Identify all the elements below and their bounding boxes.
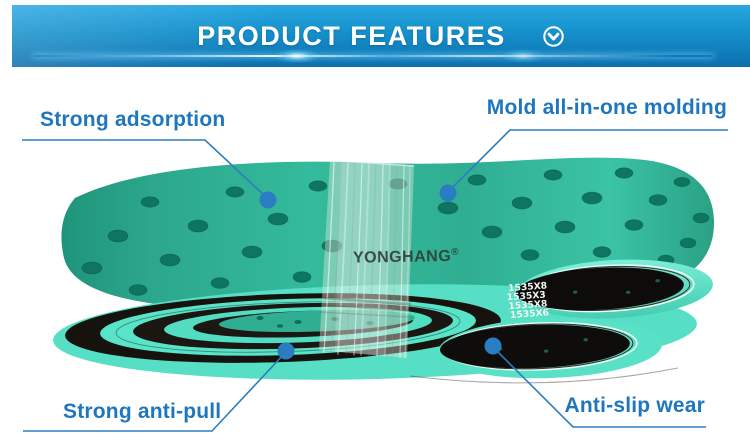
callout-label-mold-molding: Mold all-in-one molding xyxy=(486,96,727,119)
plastic-wrap xyxy=(319,159,415,359)
banner-flare xyxy=(500,49,546,63)
callout-label-strong-adsorption: Strong adsorption xyxy=(40,108,226,131)
callout-label-strong-anti-pull: Strong anti-pull xyxy=(63,400,222,423)
callout-label-anti-slip-wear: Anti-slip wear xyxy=(564,394,705,417)
page-title: PRODUCT FEATURES xyxy=(197,20,506,51)
header-banner: PRODUCT FEATURES xyxy=(12,5,750,67)
chevron-down-circle-icon xyxy=(543,25,564,47)
marking-line: 1535X6 xyxy=(510,307,550,321)
marking-line: 1535X8 xyxy=(508,280,548,294)
banner-flare xyxy=(274,49,320,63)
loop-end-upper xyxy=(516,259,713,319)
marking-line: 1535X8 xyxy=(508,298,548,312)
belt-size-markings: 1535X8 1535X3 1535X8 1535X6 xyxy=(506,280,550,321)
brand-print: YONGHANG® xyxy=(353,247,460,267)
inner-face-holes xyxy=(256,316,374,328)
marking-line: 1535X3 xyxy=(506,290,546,304)
belt-product-photo: 1535X8 1535X3 1535X8 1535X6 xyxy=(53,157,715,384)
banner-glow-line xyxy=(34,55,714,57)
